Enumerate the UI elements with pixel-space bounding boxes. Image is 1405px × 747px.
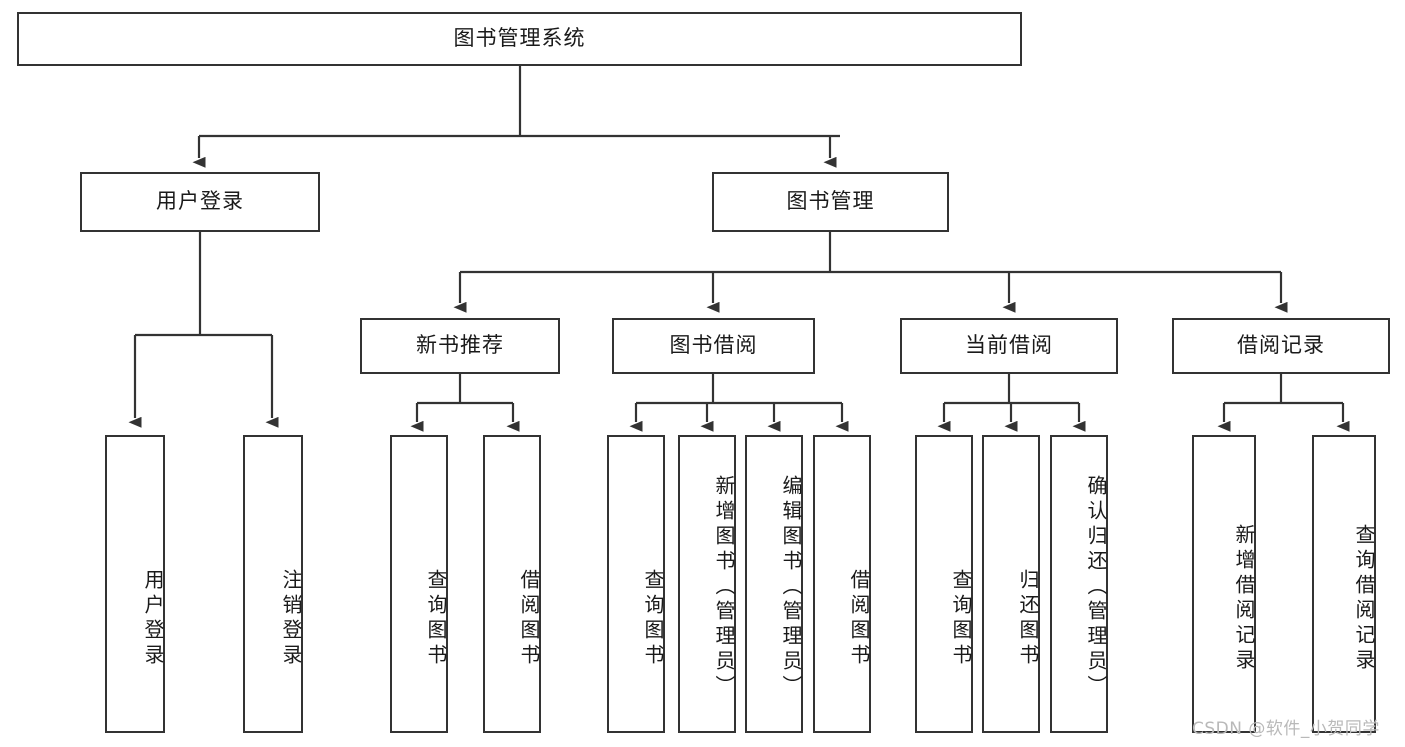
leaf-user-login[interactable]: 用户登录 (105, 435, 165, 733)
leaf-query-record[interactable]: 查询借阅记录 (1312, 435, 1376, 733)
leaf-query-book-borrow[interactable]: 查询图书 (607, 435, 665, 733)
node-root[interactable]: 图书管理系统 (17, 12, 1022, 66)
leaf-add-book[interactable]: 新增图书（管理员） (678, 435, 736, 733)
leaf-edit-book[interactable]: 编辑图书（管理员） (745, 435, 803, 733)
leaf-add-record[interactable]: 新增借阅记录 (1192, 435, 1256, 733)
node-current-borrow[interactable]: 当前借阅 (900, 318, 1118, 374)
leaf-borrow-book-borrow[interactable]: 借阅图书 (813, 435, 871, 733)
node-borrow-record[interactable]: 借阅记录 (1172, 318, 1390, 374)
leaf-confirm-return[interactable]: 确认归还（管理员） (1050, 435, 1108, 733)
leaf-query-book-new[interactable]: 查询图书 (390, 435, 448, 733)
watermark-credit: CSDN @软件_小贺同学 (1192, 719, 1380, 739)
leaf-borrow-book-new[interactable]: 借阅图书 (483, 435, 541, 733)
node-book-manage[interactable]: 图书管理 (712, 172, 949, 232)
node-new-book-rec[interactable]: 新书推荐 (360, 318, 560, 374)
leaf-query-book-current[interactable]: 查询图书 (915, 435, 973, 733)
leaf-return-book[interactable]: 归还图书 (982, 435, 1040, 733)
node-user-login[interactable]: 用户登录 (80, 172, 320, 232)
leaf-logout-login[interactable]: 注销登录 (243, 435, 303, 733)
node-book-borrow[interactable]: 图书借阅 (612, 318, 815, 374)
